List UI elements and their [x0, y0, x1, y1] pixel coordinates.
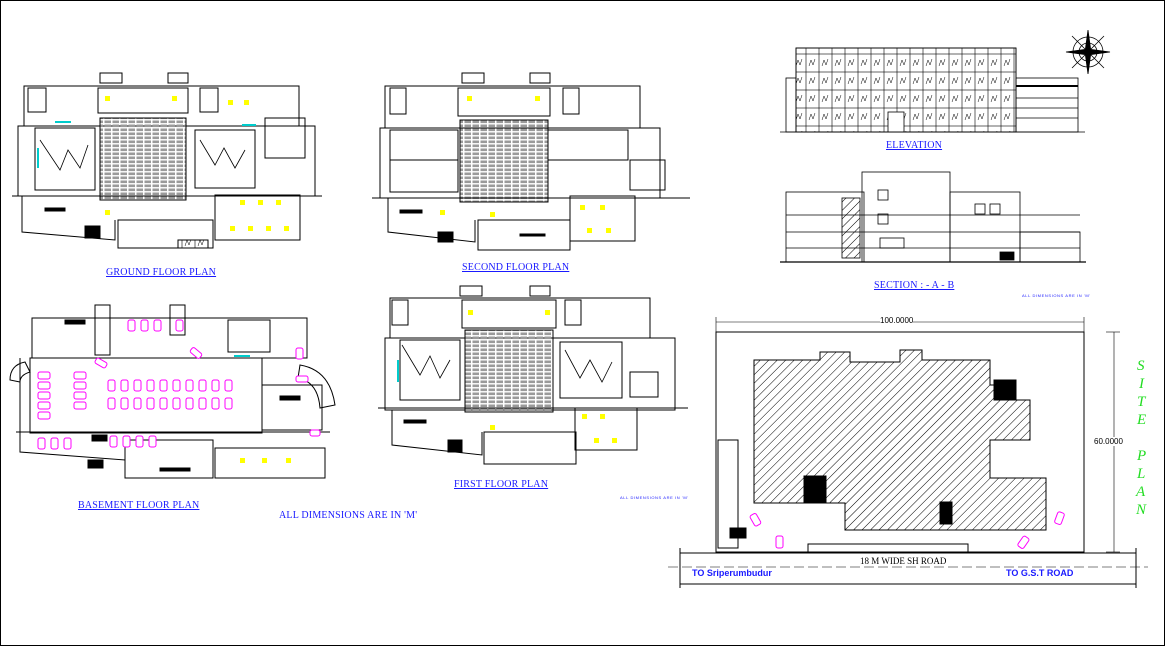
section-a-b-drawing	[780, 171, 1086, 263]
first-floor-plan-title: FIRST FLOOR PLAN	[454, 479, 549, 490]
site-title-letter: N	[1136, 502, 1147, 518]
site-title-letter: L	[1137, 466, 1146, 482]
first-floor-plan	[378, 285, 688, 465]
all-dimensions-note: ALL DIMENSIONS ARE IN 'M'	[279, 510, 418, 521]
basement-fixtures	[240, 458, 291, 463]
site-title-letter: P	[1137, 448, 1147, 464]
site-title-letter: T	[1137, 394, 1146, 410]
basement-floor-plan	[9, 304, 336, 479]
road-label: 18 M WIDE SH ROAD	[860, 556, 947, 566]
ground-floor-fixtures	[105, 96, 289, 231]
site-depth-dimension: 60.0000	[1094, 437, 1123, 446]
dimensions-note-small-section: ALL DIMENSIONS ARE IN 'M'	[1022, 293, 1091, 298]
second-floor-plan-title: SECOND FLOOR PLAN	[462, 262, 570, 273]
basement-parked-cars	[37, 319, 321, 450]
elevation-title: ELEVATION	[886, 140, 943, 151]
ground-floor-plan	[12, 72, 322, 249]
ground-floor-plan-title: GROUND FLOOR PLAN	[106, 267, 217, 278]
site-width-dimension: 100.0000	[880, 316, 914, 325]
basement-floor-plan-title: BASEMENT FLOOR PLAN	[78, 500, 200, 511]
site-title-letter: I	[1139, 376, 1144, 392]
road-direction-left: TO Sriperumbudur	[692, 568, 772, 578]
elevation-drawing	[780, 47, 1085, 133]
first-floor-fixtures	[468, 310, 617, 443]
site-title-letter: S	[1137, 358, 1145, 374]
site-title-letter: A	[1136, 484, 1146, 500]
site-plan-cars	[749, 511, 1065, 549]
road-direction-right: TO G.S.T ROAD	[1006, 568, 1074, 578]
section-title: SECTION : - A - B	[874, 280, 955, 291]
site-title-letter: E	[1137, 412, 1147, 428]
site-plan-drawing	[668, 317, 1148, 588]
second-floor-fixtures	[440, 96, 611, 233]
compass-rose-icon	[1065, 29, 1111, 75]
second-floor-plan	[372, 72, 690, 251]
dimensions-note-small-first-floor: ALL DIMENSIONS ARE IN 'M'	[620, 495, 689, 500]
